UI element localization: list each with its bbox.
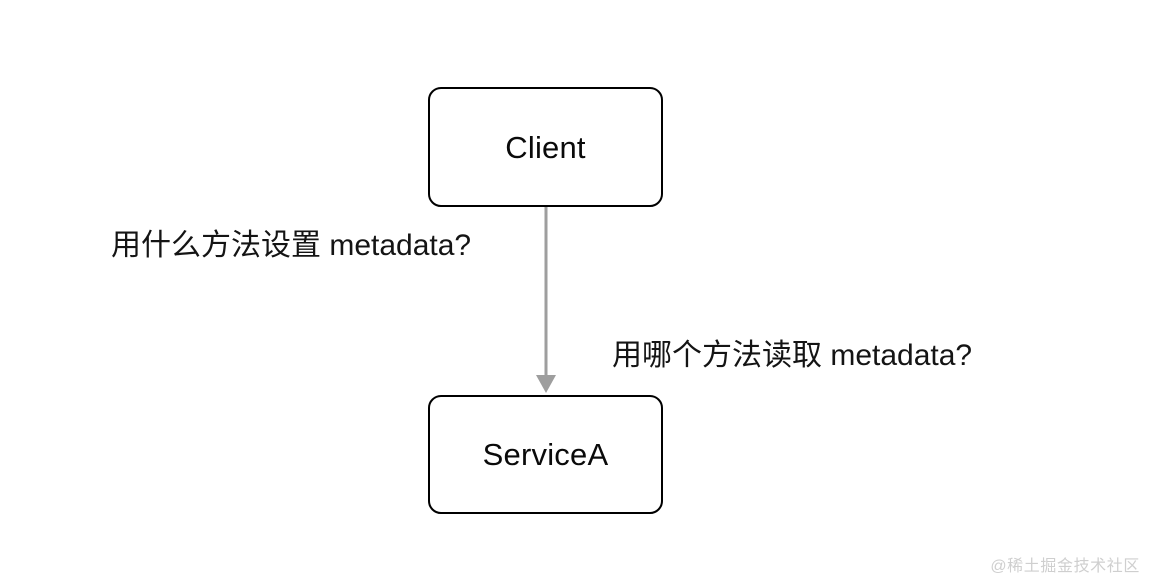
edge-arrowhead <box>536 375 556 393</box>
node-client-label: Client <box>505 129 586 165</box>
node-servicea[interactable]: ServiceA <box>428 395 663 514</box>
node-servicea-label: ServiceA <box>482 437 609 472</box>
annotation-set-metadata: 用什么方法设置 metadata? <box>111 229 472 262</box>
node-client[interactable]: Client <box>428 87 663 207</box>
watermark: @稀土掘金技术社区 <box>990 558 1140 575</box>
annotation-get-metadata: 用哪个方法读取 metadata? <box>612 339 973 372</box>
